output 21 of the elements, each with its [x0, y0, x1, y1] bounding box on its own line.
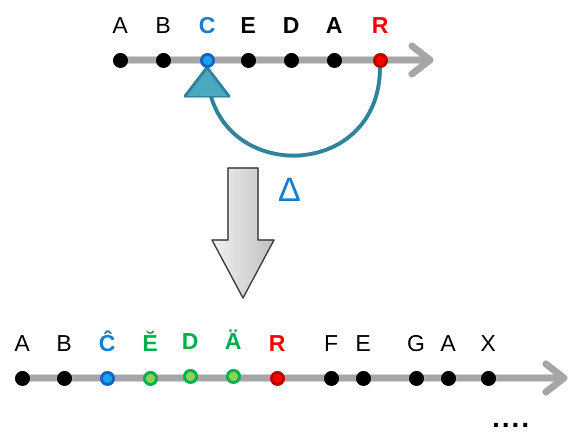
- letter-label: R: [372, 10, 388, 40]
- letter-label: E: [240, 10, 256, 40]
- letter-label: R: [268, 328, 286, 358]
- letter-label: X: [480, 328, 496, 358]
- letter-label: G: [407, 328, 425, 358]
- letter-label: Ĕ: [142, 328, 158, 358]
- letter-label: D: [282, 10, 300, 40]
- ellipsis-label: ....: [492, 404, 532, 432]
- letter-label: Ä: [224, 326, 242, 356]
- letter-label: D: [182, 326, 198, 356]
- curved-arrow: [186, 66, 382, 158]
- letter-label: F: [324, 328, 338, 358]
- letter-label: E: [355, 328, 371, 358]
- letter-label: A: [112, 10, 128, 40]
- letter-label: A: [14, 328, 30, 358]
- letter-label: Ĉ: [98, 328, 116, 358]
- letter-label: A: [440, 328, 456, 358]
- letter-label: B: [56, 328, 72, 358]
- letter-label: B: [155, 10, 171, 40]
- letter-label: C: [198, 10, 216, 40]
- letter-label: A: [326, 10, 342, 40]
